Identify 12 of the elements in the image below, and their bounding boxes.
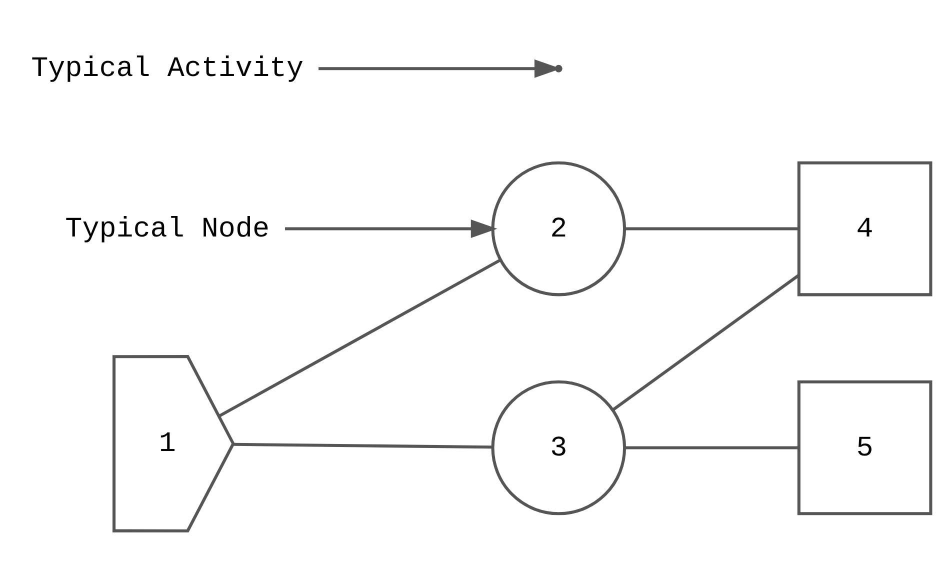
connector [612, 274, 800, 411]
node-box: 4 [797, 161, 932, 296]
node-text: Typical Activity [31, 52, 304, 86]
connector [233, 442, 493, 449]
node-box: 5 [797, 380, 932, 516]
node-circle: 2 [491, 161, 626, 296]
connector [624, 446, 799, 450]
connector [624, 227, 799, 230]
connector [218, 258, 501, 418]
node-text: Typical Node [65, 212, 270, 246]
arrow [285, 220, 498, 238]
node-circle: 3 [491, 380, 626, 516]
